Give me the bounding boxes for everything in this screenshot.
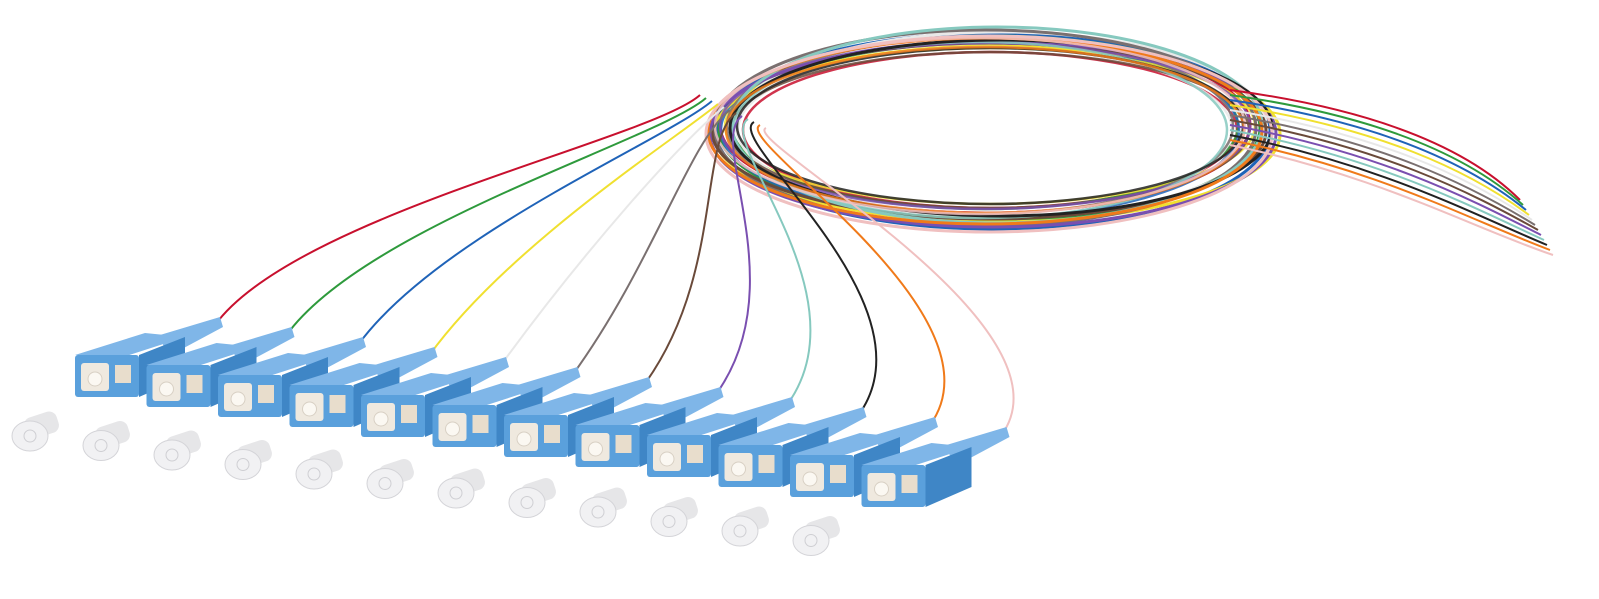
dust-cap [224,439,272,480]
sc-connector [575,387,724,467]
dust-cap [11,411,59,452]
fiber-coil [704,25,1282,234]
dust-cap [792,515,840,556]
dust-cap [508,477,556,518]
dust-cap [437,468,485,509]
dust-cap [579,487,627,528]
connector-row [11,94,1015,556]
dust-cap [82,420,130,461]
fiber-loose-ends [1229,89,1554,256]
sc-connector [861,427,1010,507]
dust-cap [153,430,201,471]
dust-cap [366,458,414,499]
dust-cap [721,506,769,547]
dust-cap [650,496,698,537]
dust-cap [295,449,343,490]
